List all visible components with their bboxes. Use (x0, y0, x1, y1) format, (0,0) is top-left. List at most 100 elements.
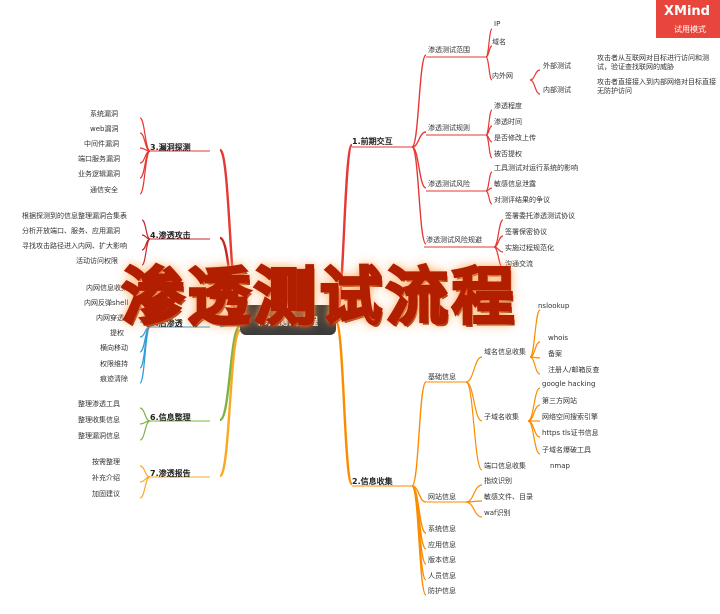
connector (411, 485, 427, 596)
info-item[interactable]: 应用信息 (428, 541, 456, 549)
vuln-item[interactable]: 系统漏洞 (90, 110, 118, 118)
avoid-item[interactable]: 沟通交流 (505, 260, 533, 268)
report-item[interactable]: 补充介绍 (92, 474, 120, 482)
domain-tool[interactable]: 备案 (548, 350, 562, 358)
report-item[interactable]: 加固建议 (92, 490, 120, 498)
info-item[interactable]: 系统信息 (428, 525, 456, 533)
branch-6-info-organize[interactable]: 6.信息整理 (150, 413, 191, 422)
node-risk-avoid[interactable]: 渗透测试风险规避 (426, 236, 482, 244)
subdomain-tool[interactable]: 子域名爆破工具 (542, 446, 591, 454)
post-item[interactable]: 提权 (110, 329, 124, 337)
branch-1-pre-engagement[interactable]: 1.前期交互 (352, 137, 393, 146)
avoid-item[interactable]: 实施过程规范化 (505, 244, 554, 252)
subdomain-tool[interactable]: 第三方网站 (542, 397, 577, 405)
connector (465, 484, 483, 503)
node-test-rules[interactable]: 渗透测试规则 (428, 124, 470, 132)
node-external-desc[interactable]: 攻击者从互联网对目标进行访问和测试，验证查找联网的威胁 (597, 54, 709, 71)
attack-item[interactable]: 根据探测到的信息整理漏洞合集表 (22, 212, 127, 220)
node-internal-test[interactable]: 内部测试 (543, 86, 571, 94)
avoid-item[interactable]: 签署保密协议 (505, 228, 547, 236)
organize-item[interactable]: 整理收集信息 (78, 416, 120, 424)
rule-item[interactable]: 被否提权 (494, 150, 522, 158)
post-item[interactable]: 内网穿透 (96, 314, 124, 322)
connector (485, 56, 493, 81)
risk-item[interactable]: 敏感信息泄露 (494, 180, 536, 188)
connector (139, 150, 151, 195)
connector (485, 45, 493, 58)
vuln-item[interactable]: 中间件漏洞 (84, 140, 119, 148)
rule-item[interactable]: 渗透程度 (494, 102, 522, 110)
post-item[interactable]: 横向移动 (100, 344, 128, 352)
vuln-item[interactable]: 端口服务漏洞 (78, 155, 120, 163)
report-item[interactable]: 按需整理 (92, 458, 120, 466)
node-subdomain-gather[interactable]: 子域名收集 (484, 413, 519, 421)
subdomain-tool[interactable]: https tls证书信息 (542, 429, 599, 437)
branch-2-info-gathering[interactable]: 2.信息收集 (352, 477, 393, 486)
post-item[interactable]: 内网信息收集 (86, 284, 128, 292)
central-topic[interactable]: 渗透测试流程 (240, 305, 336, 335)
info-item[interactable]: 防护信息 (428, 587, 456, 595)
post-item[interactable]: 内网反弹shell (84, 299, 129, 307)
attack-item[interactable]: 寻找攻击路径进入内网、扩大影响 (22, 242, 127, 250)
connector (141, 219, 151, 240)
connector (218, 324, 242, 422)
domain-tool[interactable]: 注册人/邮箱反查 (548, 366, 600, 374)
organize-item[interactable]: 整理漏洞信息 (78, 432, 120, 440)
info-item[interactable]: 人员信息 (428, 572, 456, 580)
node-test-scope[interactable]: 渗透测试范围 (428, 46, 470, 54)
vuln-item[interactable]: web漏洞 (90, 125, 119, 133)
connector (218, 328, 242, 478)
site-item[interactable]: waf识别 (484, 509, 511, 517)
post-item[interactable]: 痕迹清除 (100, 375, 128, 383)
branch-5-post-exploitation[interactable]: 5.后渗透 (150, 319, 183, 328)
node-basic-info[interactable]: 基础信息 (428, 373, 456, 381)
attack-item[interactable]: 活动访问权限 (76, 257, 118, 265)
connector (465, 501, 483, 518)
connector (529, 79, 541, 95)
attack-item[interactable]: 分析开放端口、服务、应用漏洞 (22, 227, 120, 235)
connector (527, 420, 541, 455)
branch-4-exploitation[interactable]: 4.渗透攻击 (150, 231, 191, 240)
organize-item[interactable]: 整理渗透工具 (78, 400, 120, 408)
rule-item[interactable]: 是否修改上传 (494, 134, 536, 142)
site-item[interactable]: 敏感文件、目录 (484, 493, 533, 501)
node-site-info[interactable]: 网站信息 (428, 493, 456, 501)
connector (529, 309, 541, 358)
domain-tool[interactable]: whois (548, 334, 569, 342)
vuln-item[interactable]: 业务逻辑漏洞 (78, 170, 120, 178)
avoid-item[interactable]: 签署委托渗透测试协议 (505, 212, 575, 220)
xmind-logo-text: XMind (664, 4, 710, 19)
node-external-test[interactable]: 外部测试 (543, 62, 571, 70)
domain-tool[interactable]: nslookup (538, 302, 570, 310)
node-domain-gather[interactable]: 域名信息收集 (484, 348, 526, 356)
post-item[interactable]: 权限维持 (100, 360, 128, 368)
node-internal-desc[interactable]: 攻击者直接接入到内部网络对目标直接无防护访问 (597, 78, 716, 95)
port-tool-nmap[interactable]: nmap (550, 462, 570, 470)
site-item[interactable]: 指纹识别 (484, 477, 512, 485)
subdomain-tool[interactable]: google hacking (542, 380, 596, 388)
overlay-title: 渗透测试流程 (120, 259, 519, 335)
branch-7-report[interactable]: 7.渗透报告 (150, 469, 191, 478)
branch-3-vuln-detection[interactable]: 3.漏洞探测 (150, 143, 191, 152)
rule-item[interactable]: 渗透时间 (494, 118, 522, 126)
node-domain[interactable]: 域名 (492, 38, 506, 46)
connector (529, 356, 541, 375)
vuln-item[interactable]: 通信安全 (90, 186, 118, 194)
node-inout-network[interactable]: 内外网 (492, 72, 513, 80)
connector (485, 134, 493, 159)
info-item[interactable]: 版本信息 (428, 556, 456, 564)
risk-item[interactable]: 对测评结果的争议 (494, 196, 550, 204)
connector (411, 54, 427, 148)
connector (139, 420, 151, 441)
connector (529, 69, 541, 81)
risk-item[interactable]: 工具测试对运行系统的影响 (494, 164, 578, 172)
connector (139, 476, 151, 499)
node-ip[interactable]: IP (494, 20, 501, 28)
connector (485, 190, 493, 205)
node-test-risk[interactable]: 渗透测试风险 (428, 180, 470, 188)
xmind-trial-badge[interactable]: XMind 试用模式 (656, 0, 720, 38)
subdomain-tool[interactable]: 网络空间搜索引擎 (542, 413, 598, 421)
connector (411, 131, 427, 148)
node-port-gather[interactable]: 端口信息收集 (484, 462, 526, 470)
